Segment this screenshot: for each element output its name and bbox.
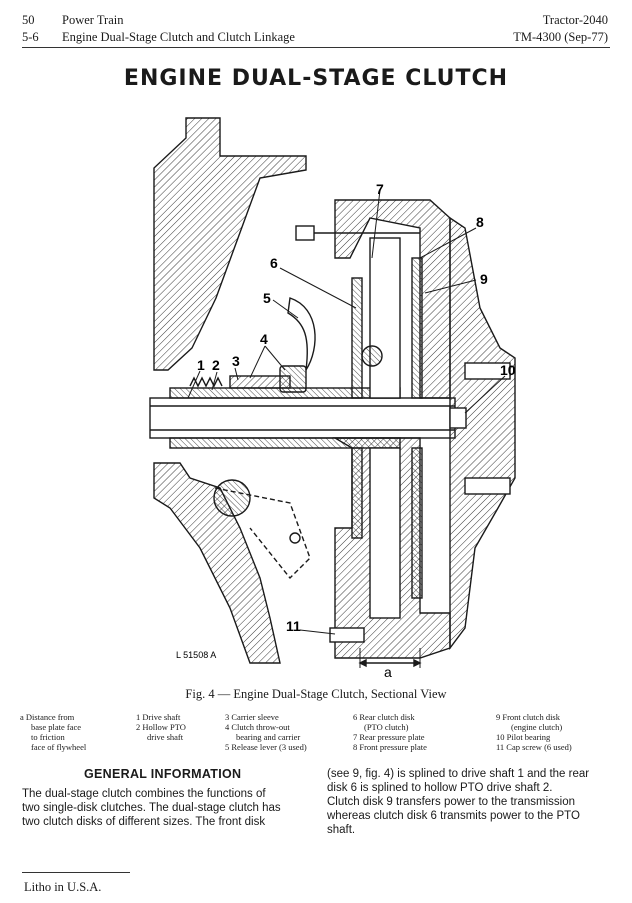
pressure-plate [369, 237, 401, 399]
drive-shaft [149, 397, 456, 439]
legend-item: 10 Pilot bearing [496, 732, 551, 742]
callout-3: 3 [232, 353, 240, 369]
callout-9: 9 [480, 271, 488, 287]
model-name: Tractor-2040 [542, 13, 608, 27]
callout-11: 11 [286, 618, 301, 634]
cap-screw [329, 627, 365, 643]
legend-item: 2 Hollow PTO [136, 722, 186, 732]
housing-lower [153, 462, 281, 664]
text-line: whereas clutch disk 6 transmits power to… [327, 810, 580, 822]
pilot-bearing [449, 407, 467, 429]
legend-col-1: a Distance from base plate face to frict… [20, 712, 86, 752]
callout-10: 10 [500, 362, 516, 378]
rear-disk-lower [351, 447, 363, 539]
cross-shaft [213, 479, 251, 517]
header-rule [22, 47, 610, 48]
paragraph-right: (see 9, fig. 4) is splined to drive shaf… [327, 767, 613, 837]
section-number: 5-6 [22, 30, 39, 44]
callout-1: 1 [197, 357, 205, 373]
legend-item: 9 Front clutch disk [496, 712, 560, 722]
legend-col-5: 9 Front clutch disk (engine clutch) 10 P… [496, 712, 572, 752]
pressure-plate-lower [369, 447, 401, 619]
legend-col-4: 6 Rear clutch disk (PTO clutch) 7 Rear p… [353, 712, 427, 752]
legend-item: 8 Front pressure plate [353, 742, 427, 752]
chapter-title: Power Train [62, 13, 124, 27]
page-title: ENGINE DUAL-STAGE CLUTCH [123, 66, 509, 91]
legend-item: face of flywheel [31, 742, 87, 752]
text-line: two single-disk clutches. The dual-stage… [22, 802, 281, 814]
bolt-top [295, 225, 315, 241]
figure-caption: Fig. 4 — Engine Dual-Stage Clutch, Secti… [185, 687, 447, 701]
callout-5: 5 [263, 290, 271, 306]
text-line: disk 6 is splined to hollow PTO drive sh… [327, 782, 553, 794]
callout-a: a [384, 664, 392, 678]
release-lever [287, 297, 316, 371]
bolt-right-2 [464, 477, 511, 495]
page-number: 50 [22, 13, 35, 27]
section-subtitle: Engine Dual-Stage Clutch and Clutch Link… [62, 30, 295, 44]
paragraph-left: The dual-stage clutch combines the funct… [22, 787, 310, 829]
legend-item: a Distance from [20, 712, 75, 722]
front-disk [411, 257, 423, 399]
callout-6: 6 [270, 255, 278, 271]
footer-rule [22, 872, 130, 873]
text-line: shaft. [327, 824, 356, 836]
legend-item: (PTO clutch) [364, 722, 409, 732]
text-line: The dual-stage clutch combines the funct… [22, 788, 266, 800]
callout-7: 7 [376, 181, 384, 197]
lever-dashed [214, 487, 311, 580]
litho-note: Litho in U.S.A. [24, 880, 102, 894]
legend-item: 1 Drive shaft [136, 712, 181, 722]
text-line: two clutch disks of different sizes. The… [22, 816, 266, 828]
callout-4: 4 [260, 331, 268, 347]
legend-col-2: 1 Drive shaft 2 Hollow PTO drive shaft [136, 712, 186, 742]
legend-item: 7 Rear pressure plate [353, 732, 425, 742]
legend-item: (engine clutch) [511, 722, 563, 732]
flywheel [449, 216, 516, 651]
clutch-sectional-diagram: 1 2 3 4 5 6 7 8 9 10 11 a L 51508 A [149, 117, 516, 678]
legend-item: to friction [31, 732, 65, 742]
legend-item: base plate face [31, 722, 82, 732]
drawing-number: L 51508 A [176, 650, 216, 660]
bearing [361, 345, 383, 367]
text-line: Clutch disk 9 transfers power to the tra… [327, 796, 575, 808]
legend-item: 4 Clutch throw-out [225, 722, 290, 732]
legend-item: 5 Release lever (3 used) [225, 742, 307, 752]
legend-col-3: 3 Carrier sleeve 4 Clutch throw-out bear… [225, 712, 307, 752]
bolt-right [464, 362, 511, 380]
legend-item: 11 Cap screw (6 used) [496, 742, 572, 752]
section-heading: GENERAL INFORMATION [84, 767, 242, 781]
rear-disk [351, 277, 363, 399]
legend-item: drive shaft [147, 732, 184, 742]
text-line: (see 9, fig. 4) is splined to drive shaf… [327, 768, 590, 780]
manual-number: TM-4300 (Sep-77) [513, 30, 608, 44]
throwout-bearing [279, 365, 307, 393]
callout-2: 2 [212, 357, 220, 373]
legend-item: 6 Rear clutch disk [353, 712, 415, 722]
front-disk-lower [411, 447, 423, 599]
callout-8: 8 [476, 214, 484, 230]
legend-item: 3 Carrier sleeve [225, 712, 279, 722]
legend-item: bearing and carrier [236, 732, 301, 742]
housing-upper [153, 117, 307, 371]
